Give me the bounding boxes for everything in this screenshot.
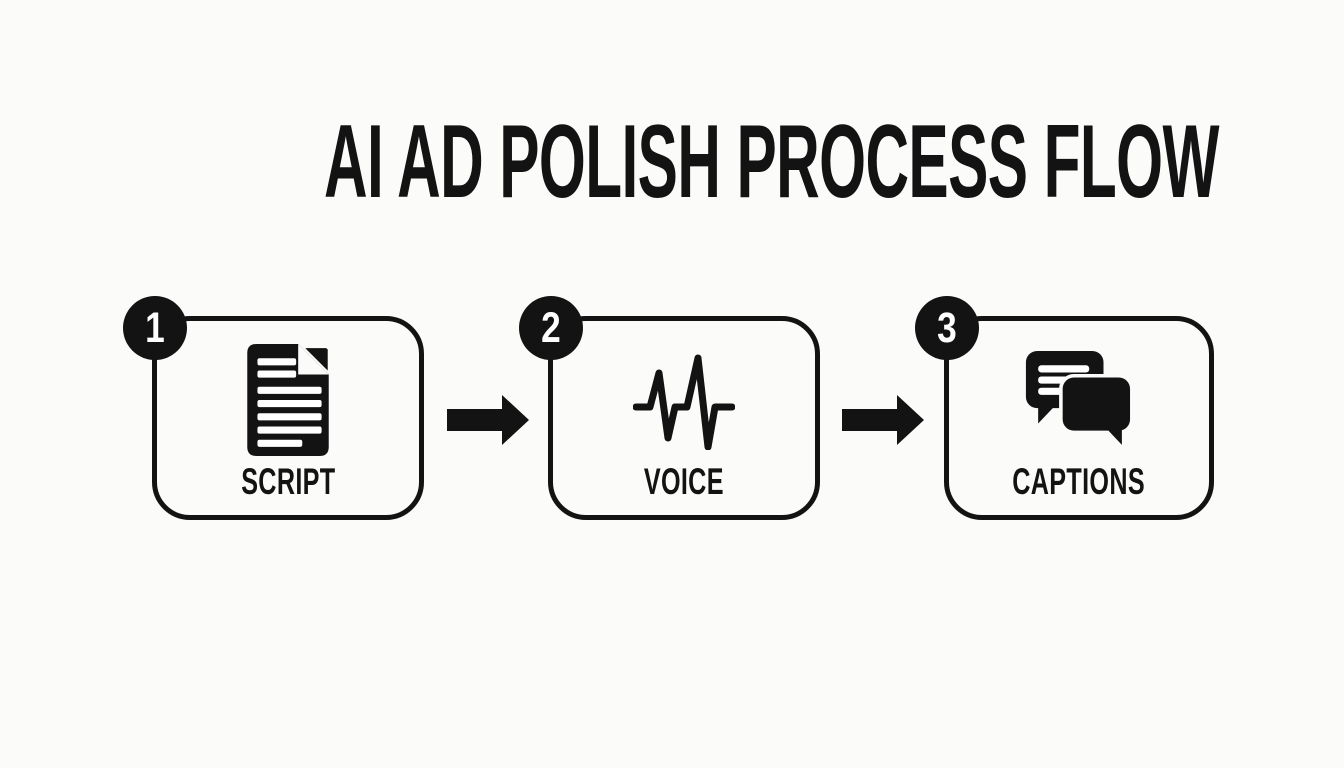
step-box-script: 1 SCRIPT <box>123 296 424 520</box>
step-number-badge: 3 <box>915 296 979 360</box>
arrow-right-icon <box>447 395 529 445</box>
document-icon <box>247 344 329 456</box>
waveform-icon <box>633 354 735 450</box>
page-title-text: AI AD POLISH PROCESS FLOW <box>323 104 1219 220</box>
step-label: CAPTIONS <box>1012 461 1146 502</box>
step-box-captions: 3 CAPTIONS <box>915 296 1214 520</box>
step-label: SCRIPT <box>240 461 336 502</box>
arrow-right-icon <box>842 395 924 445</box>
step-icon-wrap <box>1023 343 1135 457</box>
page-title: AI AD POLISH PROCESS FLOW <box>0 110 1344 214</box>
step-number-badge: 1 <box>123 296 187 360</box>
step-label: VOICE <box>643 461 724 502</box>
step-number: 1 <box>145 303 165 352</box>
step-icon-wrap <box>633 343 735 457</box>
step-number: 3 <box>937 303 957 352</box>
step-icon-wrap <box>246 343 330 457</box>
step-box-voice: 2 VOICE <box>519 296 820 520</box>
speech-bubbles-icon <box>1025 351 1134 449</box>
step-number-badge: 2 <box>519 296 583 360</box>
step-number: 2 <box>541 303 561 352</box>
